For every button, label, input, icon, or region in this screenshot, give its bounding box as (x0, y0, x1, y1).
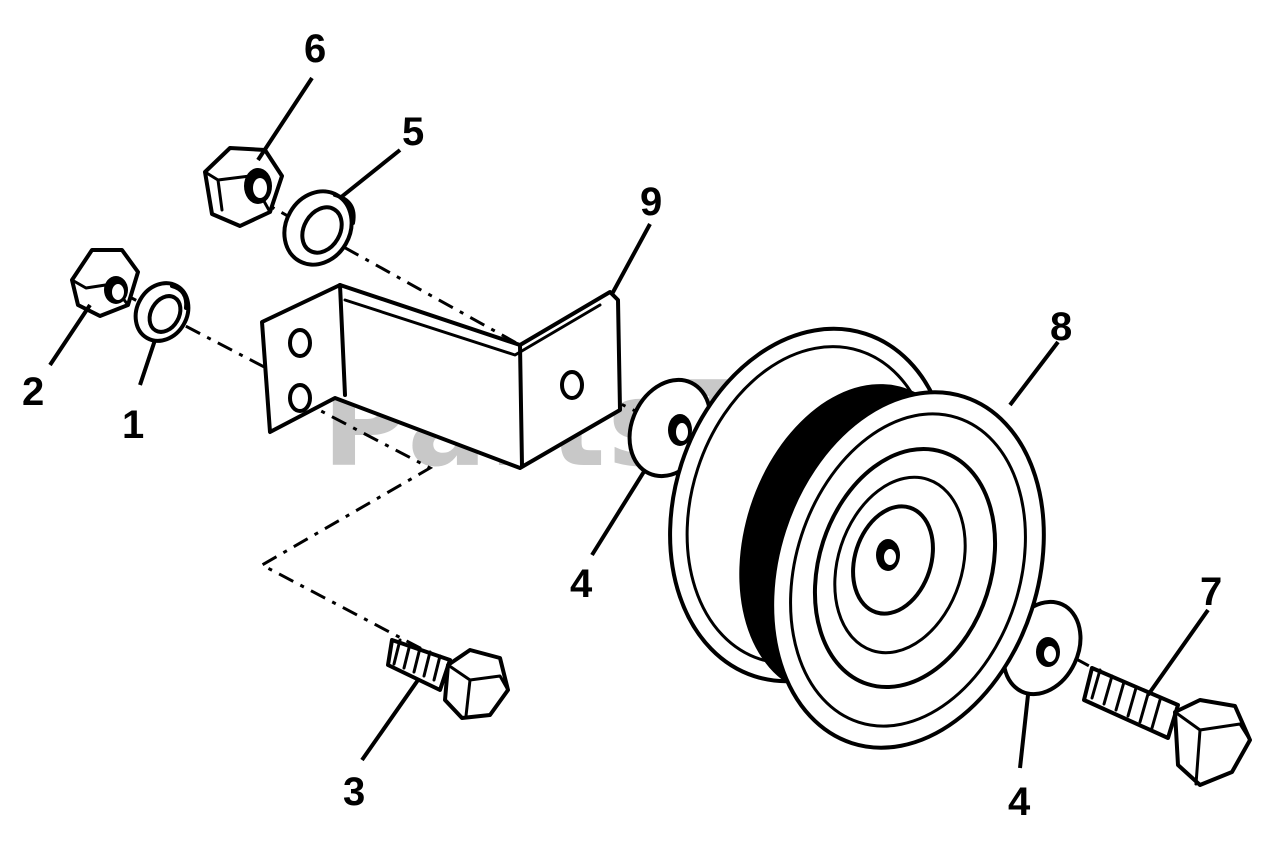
hex-nut-part-6 (203, 146, 284, 228)
bolt-part-7 (1082, 666, 1252, 787)
lock-washer-part-1 (133, 281, 191, 343)
idler-pulley-part-8 (668, 326, 1046, 750)
callout-9: 9 (640, 180, 662, 224)
hex-nut-part-2 (70, 248, 140, 318)
callout-3: 3 (343, 770, 365, 814)
callout-2: 2 (22, 370, 44, 414)
callout-7: 7 (1200, 570, 1222, 614)
callout-4-lower: 4 (1008, 780, 1031, 824)
callout-labels: 6 5 9 2 1 8 4 7 3 4 (22, 27, 1222, 824)
leader-lines (48, 76, 1210, 769)
bolt-part-3 (386, 638, 510, 720)
callout-4-upper: 4 (570, 562, 593, 606)
callout-5: 5 (402, 110, 424, 154)
bracket-part-9 (260, 283, 622, 470)
lock-washer-part-5 (282, 189, 356, 267)
callout-8: 8 (1050, 305, 1072, 349)
callout-1: 1 (122, 403, 144, 447)
callout-6: 6 (304, 27, 326, 71)
